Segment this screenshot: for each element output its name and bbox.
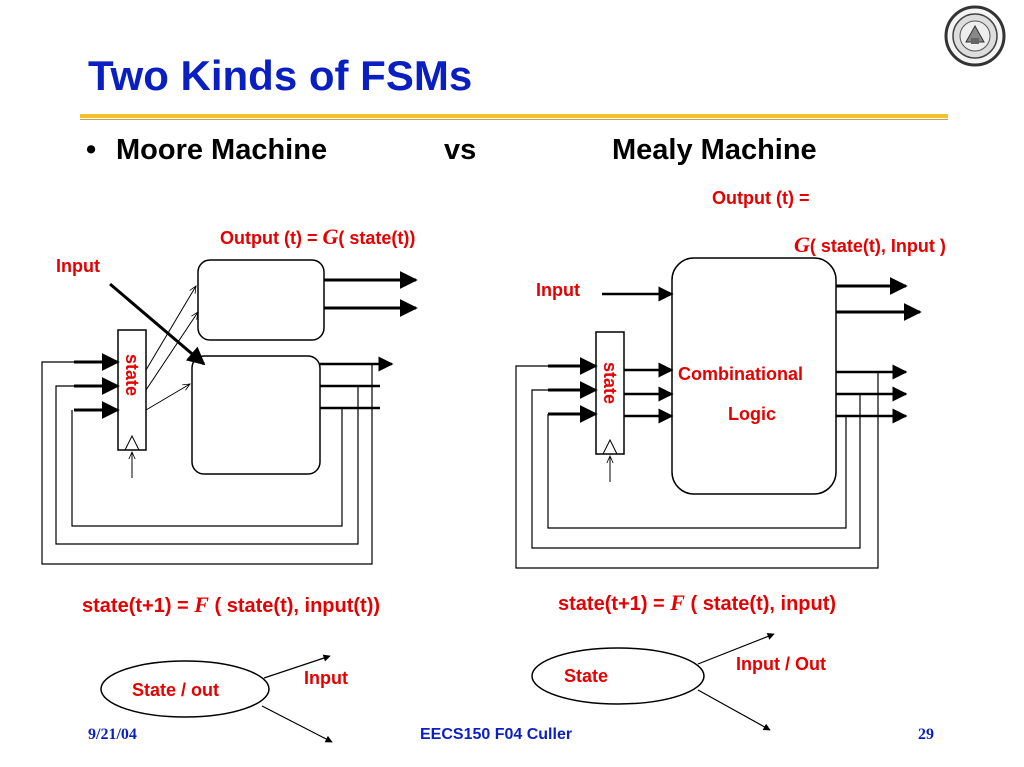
- moore-input-label: Input: [56, 256, 100, 276]
- moore-bubble-label: State / out: [132, 680, 220, 700]
- bullet-moore: Moore Machine: [116, 134, 328, 166]
- moore-next-state-box: [191, 355, 321, 475]
- mealy-output-equation-line2: G( state(t), Input ): [794, 232, 946, 257]
- mealy-output-equation-line1: Output (t) =: [712, 188, 810, 208]
- mealy-logic-label-line2: Logic: [728, 404, 776, 424]
- moore-output-equation: Output (t) = G( state(t)): [220, 224, 416, 249]
- mealy-logic-label-line1: Combinational: [678, 364, 803, 384]
- bullet-dot: •: [86, 134, 97, 166]
- footer-page-number: 29: [918, 726, 934, 743]
- mealy-state-label: state: [600, 362, 620, 405]
- title-rule: [80, 114, 948, 118]
- moore-next-state-equation: state(t+1) = F ( state(t), input(t)): [82, 592, 381, 617]
- moore-output-logic-box: [197, 259, 325, 341]
- bullet-vs: vs: [444, 134, 477, 166]
- moore-state-label: state: [122, 354, 142, 397]
- slide-title: Two Kinds of FSMs: [88, 52, 473, 99]
- mealy-arc-label: Input / Out: [736, 654, 826, 674]
- bullet-mealy: Mealy Machine: [612, 134, 817, 166]
- footer-date: 9/21/04: [88, 726, 137, 743]
- moore-arc-label: Input: [304, 668, 348, 688]
- footer-course: EECS150 F04 Culler: [420, 726, 573, 743]
- title-rule-shadow: [80, 119, 948, 120]
- mealy-bubble-label: State: [564, 666, 609, 686]
- mealy-input-label: Input: [536, 280, 580, 300]
- moore-state-bubble: [100, 660, 270, 718]
- mealy-next-state-equation: state(t+1) = F ( state(t), input): [558, 590, 837, 615]
- university-seal-icon: [944, 5, 1006, 67]
- moore-state-register: [117, 329, 147, 451]
- mealy-state-bubble: [531, 647, 705, 705]
